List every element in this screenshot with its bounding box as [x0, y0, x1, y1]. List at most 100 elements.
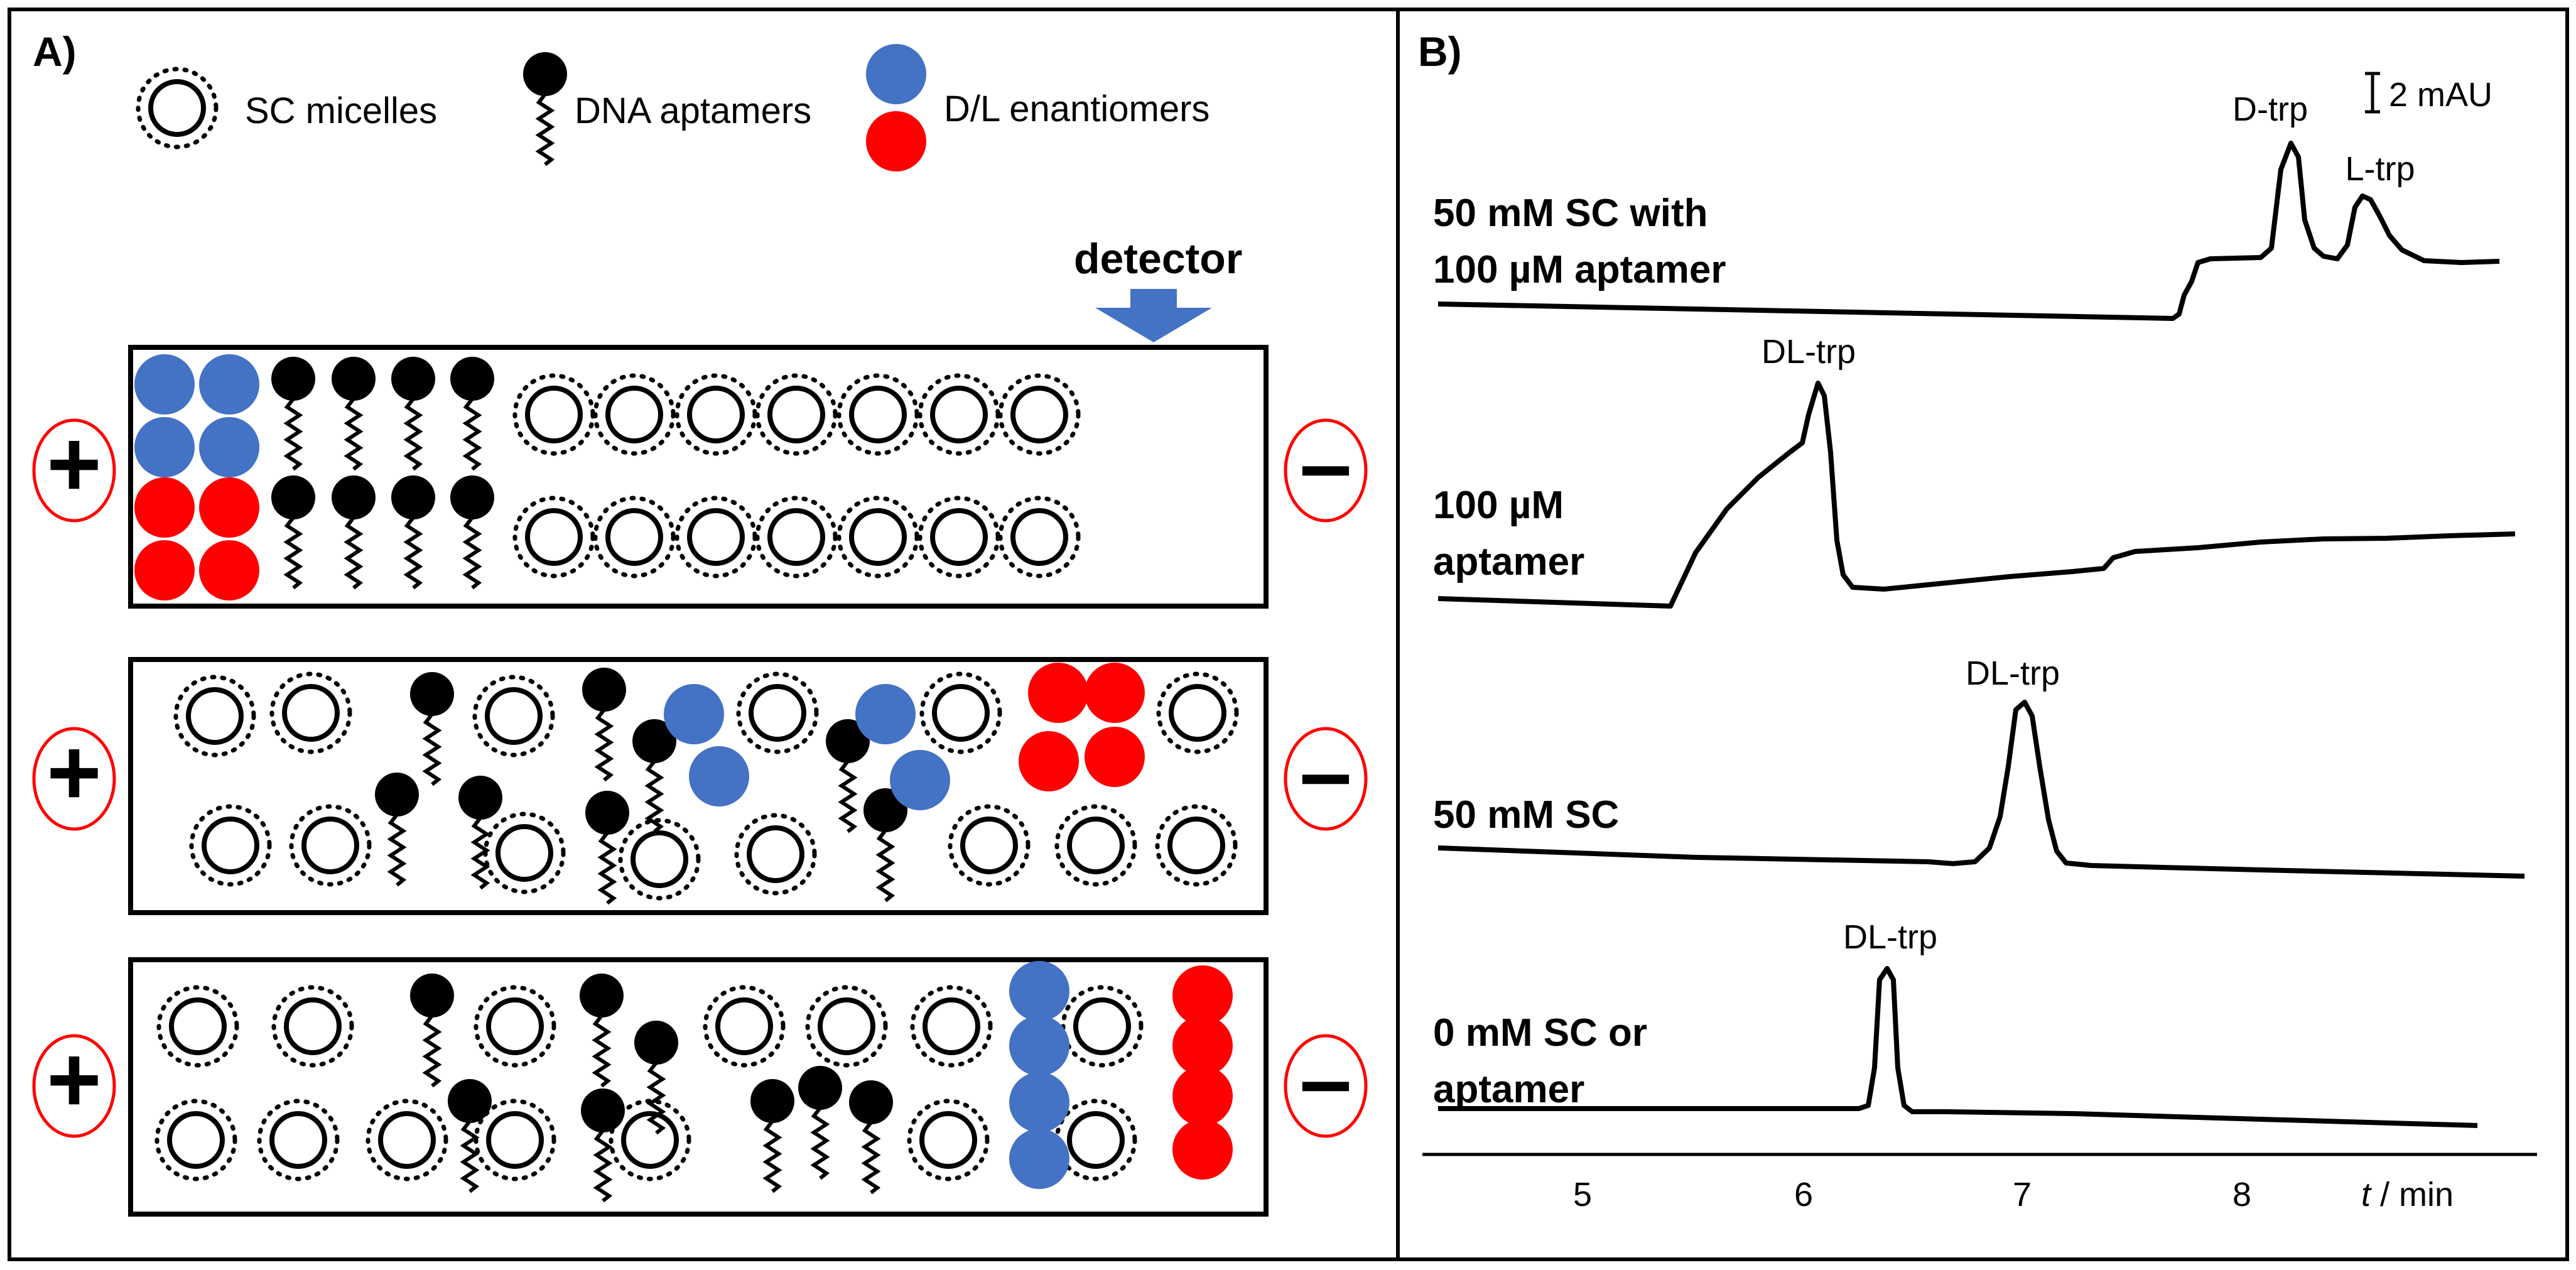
dna-aptamer	[798, 1066, 842, 1178]
dna-aptamer	[750, 1079, 794, 1191]
sc-micelle	[739, 674, 816, 752]
panel-b-border	[1396, 8, 2569, 1261]
trace-1-line	[1437, 141, 2500, 321]
sc-micelle	[922, 674, 1000, 752]
plus-sign: +	[46, 719, 102, 825]
sc-micelle	[705, 987, 783, 1065]
plus-sign: +	[46, 1026, 102, 1132]
x-axis-title-italic: t	[2361, 1176, 2372, 1213]
dna-aptamer	[332, 357, 376, 469]
trace-3-line	[1437, 700, 2525, 879]
capillary-stage-1	[128, 345, 1269, 609]
dna-aptamer	[826, 719, 870, 832]
dna-aptamer	[849, 1080, 893, 1193]
legend-enantiomers-label: D/L enantiomers	[944, 89, 1210, 129]
sc-micelle	[272, 674, 350, 752]
scale-bar-label: 2 mAU	[2389, 76, 2492, 114]
sc-micelle	[808, 987, 885, 1065]
sc-micelle	[259, 1101, 337, 1179]
scale-bar: 2 mAU	[2365, 72, 2492, 114]
sc-micelle	[620, 820, 698, 898]
dna-aptamer	[580, 974, 624, 1086]
legend-d-enantiomer-icon	[866, 44, 926, 104]
dna-aptamer	[863, 788, 907, 901]
dna-aptamer	[332, 475, 376, 588]
d-enantiomer	[134, 417, 195, 477]
plus-sign: +	[46, 411, 102, 516]
capillary-stage-3	[128, 957, 1269, 1217]
legend-aptamer-icon	[523, 52, 567, 165]
cathode-stage-3: –	[1285, 1026, 1366, 1136]
x-tick-7: 7	[2013, 1176, 2032, 1213]
sc-micelle	[737, 815, 814, 893]
dna-aptamer	[632, 719, 676, 832]
d-enantiomer	[855, 684, 916, 744]
sc-micelle	[920, 376, 998, 453]
sc-micelle	[515, 376, 593, 453]
sc-micelle	[1063, 987, 1141, 1065]
peak-label-dl-trp-sc: DL-trp	[1966, 654, 2060, 692]
sc-micelle	[677, 376, 755, 453]
trace-4-line	[1438, 966, 2478, 1128]
sc-micelle	[757, 376, 835, 453]
peak-label-d-trp: D-trp	[2232, 90, 2308, 128]
anode-stage-1: +	[34, 411, 114, 521]
sc-micelle	[485, 814, 563, 892]
x-tick-8: 8	[2232, 1176, 2251, 1213]
sc-micelle	[368, 1101, 446, 1179]
dna-aptamer	[582, 668, 626, 780]
dna-aptamer	[375, 773, 419, 885]
dna-aptamer	[448, 1079, 492, 1191]
detector-label: detector	[1074, 235, 1242, 283]
minus-sign: –	[1299, 411, 1351, 516]
sc-micelle	[1157, 806, 1235, 884]
peak-label-dl-trp-none: DL-trp	[1843, 918, 1937, 956]
sc-micelle	[159, 987, 237, 1065]
panel-a-label: A)	[33, 28, 77, 75]
trace-3-label: 50 mM SC	[1433, 793, 1619, 837]
dna-aptamer	[391, 357, 435, 469]
l-enantiomer	[199, 477, 259, 538]
trace-4-label-line-2: aptamer	[1433, 1068, 1584, 1111]
d-enantiomer	[890, 750, 950, 810]
sc-micelle	[920, 498, 998, 576]
legend-l-enantiomer-icon	[866, 111, 926, 171]
dna-aptamer	[271, 475, 315, 588]
d-enantiomer	[1009, 1072, 1069, 1132]
sc-micelle	[595, 498, 673, 576]
sc-micelle	[909, 1101, 987, 1179]
cathode-stage-2: –	[1285, 719, 1366, 829]
legend: SC micelles DNA aptamers D/L enantiomers	[138, 44, 1210, 171]
l-enantiomer	[1172, 1016, 1233, 1076]
dna-aptamer	[458, 776, 502, 888]
l-enantiomer	[1085, 663, 1145, 723]
sc-micelle	[950, 806, 1028, 884]
x-tick-5: 5	[1573, 1176, 1592, 1213]
d-enantiomer	[199, 417, 259, 477]
l-enantiomer	[1172, 1066, 1233, 1126]
dna-aptamer	[450, 475, 494, 588]
sc-micelle	[677, 498, 755, 576]
sc-micelle	[757, 498, 835, 576]
sc-micelle	[839, 376, 917, 453]
anode-stage-3: +	[34, 1026, 114, 1136]
sc-micelle	[912, 987, 990, 1065]
d-enantiomer	[199, 354, 259, 415]
legend-micelles-label: SC micelles	[245, 90, 437, 131]
trace-2-line	[1437, 381, 2516, 609]
sc-micelle	[595, 376, 673, 453]
sc-micelle	[1159, 674, 1237, 752]
cathode-stage-1: –	[1285, 411, 1366, 521]
anode-stage-2: +	[34, 719, 114, 829]
sc-micelle	[176, 677, 254, 755]
trace-2-label-line-2: aptamer	[1433, 540, 1584, 583]
l-enantiomer	[134, 477, 195, 538]
trace-2-label-line-1: 100 µM	[1433, 484, 1564, 527]
l-enantiomer	[1019, 731, 1079, 791]
l-enantiomer	[199, 540, 259, 600]
legend-aptamers-label: DNA aptamers	[575, 90, 811, 131]
d-enantiomer	[1009, 1129, 1069, 1189]
d-enantiomer	[664, 684, 724, 744]
d-enantiomer	[1009, 1016, 1069, 1076]
